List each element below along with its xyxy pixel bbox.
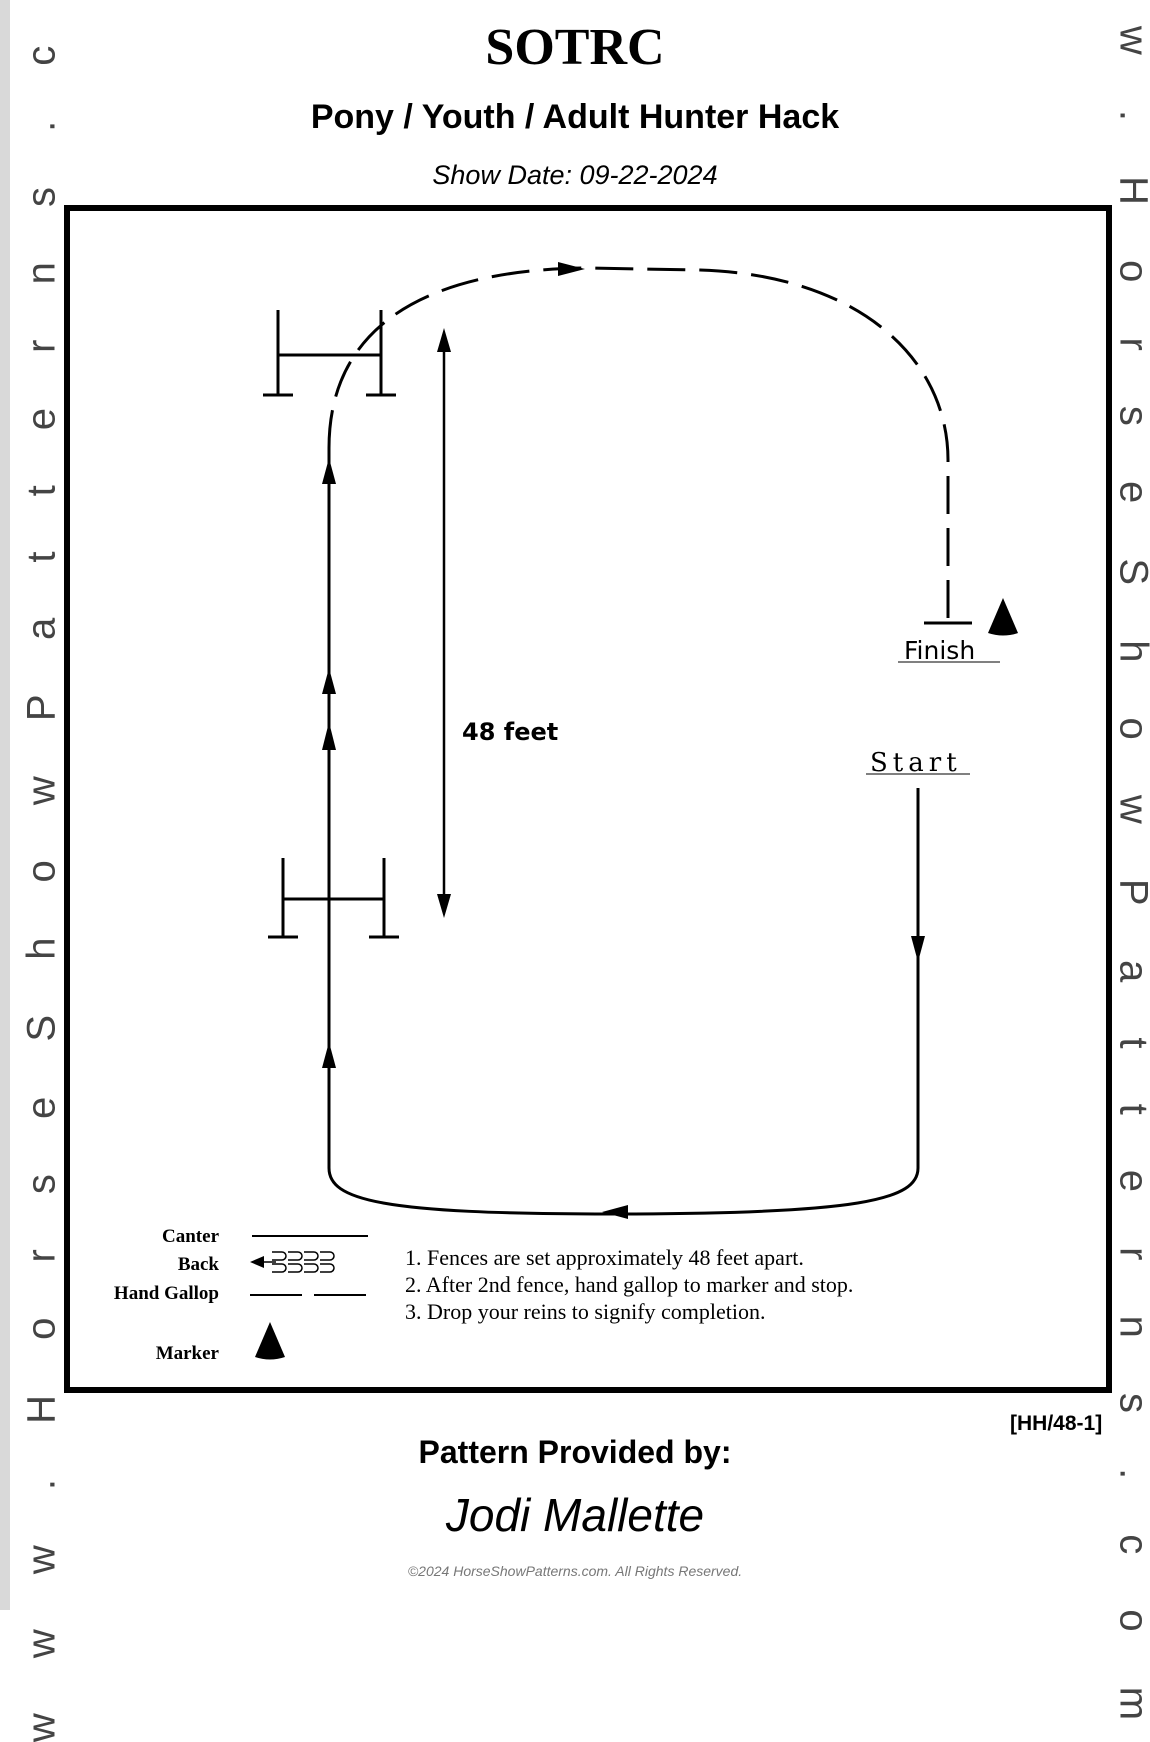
distance-arrow-down [437,894,451,918]
fence-1 [263,310,396,395]
provided-by-heading: Pattern Provided by: [0,1434,1150,1471]
pattern-code: [HH/48-1] [1010,1412,1102,1436]
finish-label: Finish [904,636,975,665]
legend-marker-label: Marker [156,1343,220,1364]
legend-canter-label: Canter [162,1226,220,1247]
copyright-notice: ©2024 HorseShowPatterns.com. All Rights … [0,1563,1150,1579]
fence-2 [268,858,399,937]
pattern-diagram: 48 feet Finish Start Canter Back Hand Ga… [0,0,1150,1610]
legend-back-symbol [250,1252,334,1272]
hand-gallop-path [329,268,948,622]
note-1: 1. Fences are set approximately 48 feet … [405,1245,804,1271]
distance-label: 48 feet [462,718,558,746]
legend-marker-cone [255,1322,285,1360]
arrow-right-top [558,262,585,276]
arrow-up-2 [322,722,336,750]
legend-hand-gallop-label: Hand Gallop [114,1283,219,1304]
legend-back-label: Back [178,1254,220,1275]
arrow-down-start [911,936,925,962]
arrow-left-bottom [602,1205,628,1219]
note-2: 2. After 2nd fence, hand gallop to marke… [405,1272,853,1298]
arrow-up-1 [322,1042,336,1068]
arrow-up-4 [322,458,336,484]
distance-arrow-up [437,328,451,352]
note-3: 3. Drop your reins to signify completion… [405,1299,766,1325]
author-name: Jodi Mallette [0,1488,1150,1542]
finish-marker-cone [988,598,1018,636]
arrow-up-3 [322,668,336,694]
